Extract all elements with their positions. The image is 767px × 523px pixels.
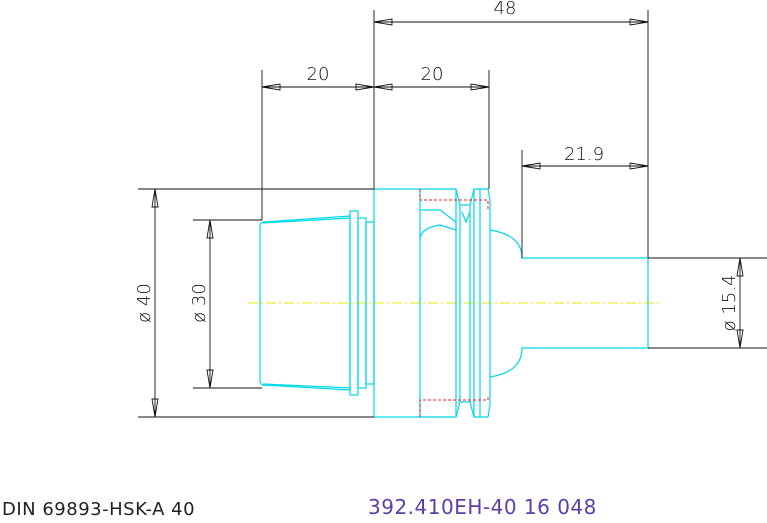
arrowheads [151,18,744,418]
part-number: 392.410EH-40 16 048 [368,495,597,519]
part-outline [259,188,649,418]
dim-overall-length: 48 [494,0,517,19]
dim-flange-length: 20 [421,64,444,85]
hidden-lines [419,189,489,417]
dim-flange-diameter: ø 40 [134,283,155,323]
dimension-lines [138,10,767,418]
dim-shank-length: 21.9 [564,144,604,165]
dim-taper-diameter: ø 30 [189,283,210,323]
dim-shank-diameter: ø 15.4 [719,275,740,332]
dim-taper-length: 20 [307,64,330,85]
standard-label: DIN 69893-HSK-A 40 [2,499,196,520]
